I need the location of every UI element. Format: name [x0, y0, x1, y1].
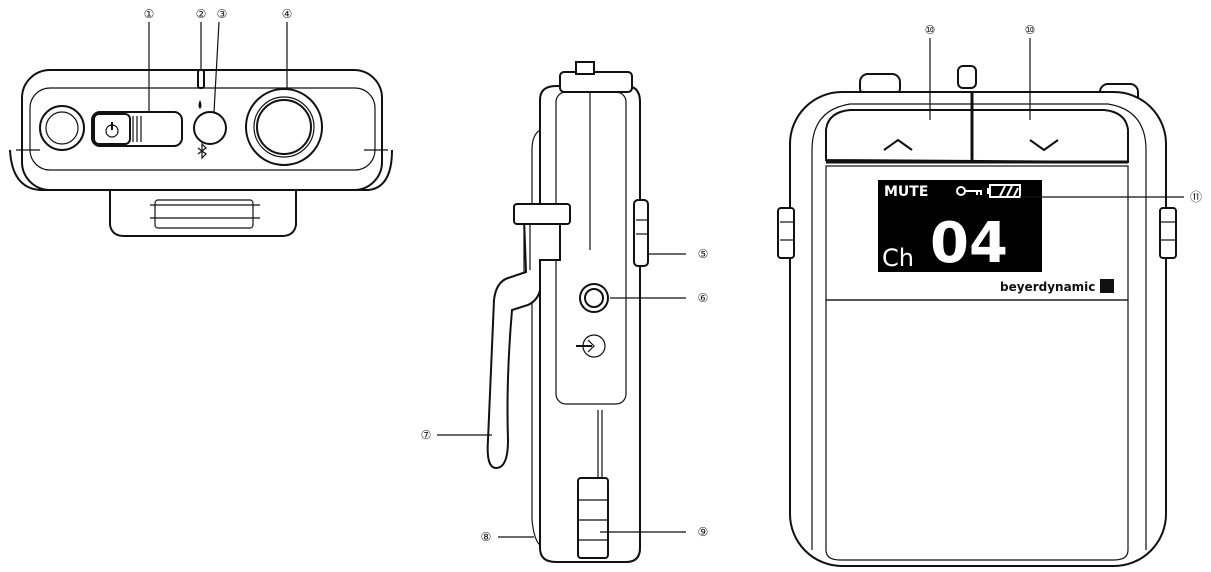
callout-label: ⑦: [421, 428, 432, 442]
callout-label: ⑩: [925, 23, 936, 37]
callout-label: ⑩: [1025, 23, 1036, 37]
key-lock-icon: [956, 186, 982, 196]
callout-label: ⑥: [698, 291, 709, 305]
callout-3: ③: [217, 7, 228, 21]
bluetooth-icon: [197, 142, 207, 160]
top-view-clip: [109, 190, 297, 237]
callout-1: ①: [144, 7, 155, 21]
ch-label: Ch: [882, 244, 914, 272]
battery-latch[interactable]: [577, 477, 609, 559]
callout-10-down: ⑩: [1025, 23, 1036, 37]
belt-clip: [486, 217, 561, 470]
callout-8: ⑧: [481, 530, 492, 544]
power-icon: [105, 122, 119, 138]
callout-label: ③: [217, 7, 228, 21]
right-side-button[interactable]: [1159, 207, 1177, 259]
front-view: MUTE Ch 04 beyerdynamic: [777, 38, 1184, 567]
up-button[interactable]: [883, 138, 913, 151]
drop-icon: [198, 100, 202, 109]
callout-10-up: ⑩: [925, 23, 936, 37]
mute-label: MUTE: [884, 184, 928, 200]
callout-label: ⑧: [481, 530, 492, 544]
callout-label: ①: [144, 7, 155, 21]
bluetooth-button[interactable]: [193, 111, 227, 145]
brand-logo: beyerdynamic: [1000, 280, 1095, 294]
audio-input-icon: [576, 334, 606, 358]
callout-11: ⑪: [1190, 190, 1202, 204]
channel-number: 04: [930, 211, 1008, 276]
callout-label: ⑨: [698, 525, 709, 539]
callout-4: ④: [282, 7, 293, 21]
side-view: [437, 61, 686, 563]
callout-label: ⑪: [1190, 190, 1202, 204]
callout-label: ②: [196, 7, 207, 21]
callout-7: ⑦: [421, 428, 432, 442]
status-led: [197, 69, 205, 89]
callout-6: ⑥: [698, 291, 709, 305]
left-side-button[interactable]: [777, 207, 795, 259]
battery-icon: [987, 184, 1021, 198]
chevron-up-icon: [883, 138, 913, 151]
callout-2: ②: [196, 7, 207, 21]
callout-label: ④: [282, 7, 293, 21]
top-view: [9, 21, 393, 237]
chevron-down-icon: [1029, 139, 1059, 152]
callout-label: ⑤: [698, 247, 709, 261]
side-button[interactable]: [633, 199, 649, 267]
callout-5: ⑤: [698, 247, 709, 261]
callout-9: ⑨: [698, 525, 709, 539]
down-button[interactable]: [1029, 139, 1059, 152]
